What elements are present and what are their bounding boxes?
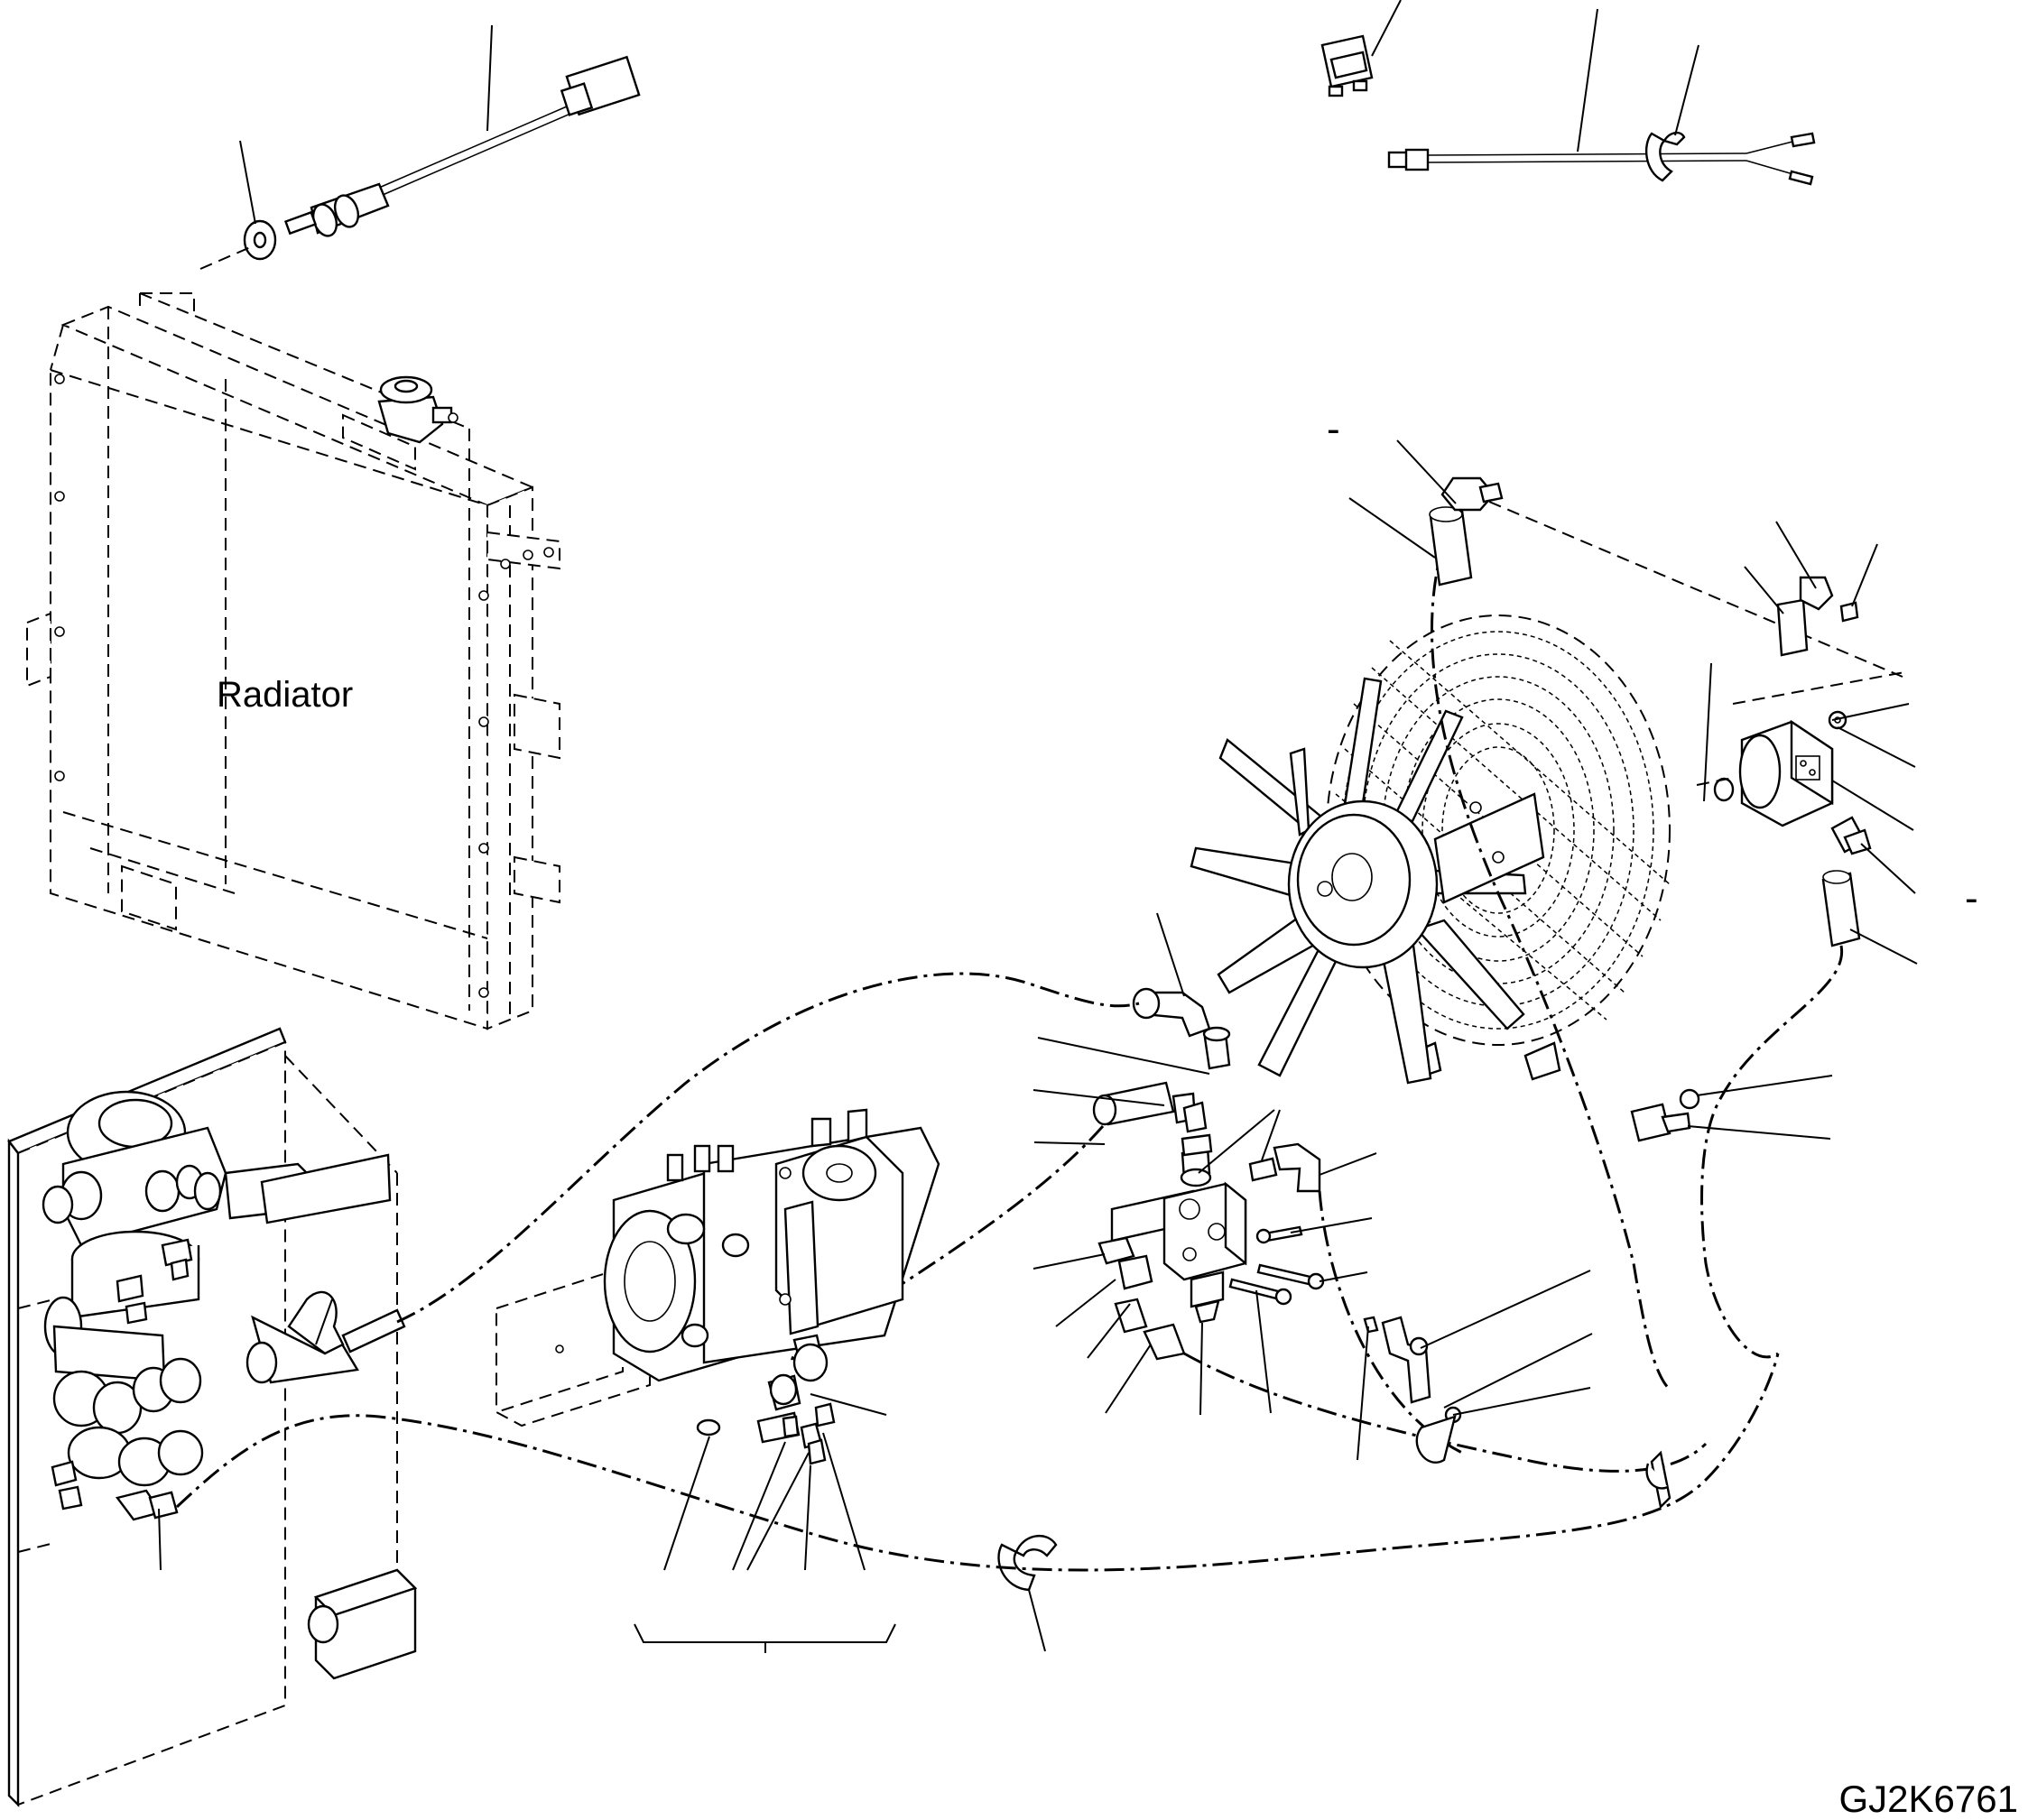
hose-clamp-right [1630,1075,1833,1142]
pump-fittings [663,1334,887,1571]
cable-tie-top [1645,44,1699,182]
fan-motor [1696,662,1905,827]
control-valve-block [1097,1146,1247,1324]
dash-mark-upper: - [1327,407,1340,451]
valve-bolts [1228,1225,1325,1306]
drawing-code: GJ2K6761 [1839,1778,2018,1820]
radiator-cap [377,375,458,444]
temperature-sensor-assembly [199,55,641,270]
leader-lines-top-left [239,24,493,225]
hose-fan-motor-right [1700,945,1844,1359]
fan-hub [1287,792,1545,969]
rocker-switch [1320,0,1402,97]
radiator-label: Radiator [217,675,353,715]
hose-bracket [1357,1270,1671,1510]
tank-filter-head [42,1090,392,1325]
hose-fitting-upper: - [1327,407,1903,678]
tank-hose-fittings [43,1290,406,1571]
bracket-group-pump [634,1623,896,1653]
hose-clamp-bottom [997,1534,1058,1652]
motor-fittings: - [1744,521,1978,965]
switch-wire-harness [1387,8,1816,186]
dash-mark-right: - [1965,876,1978,920]
valve-fittings [1092,987,1321,1361]
leader-lines-valve [1033,912,1377,1416]
radiator-outline [26,292,560,1030]
hydraulic-pump [495,1108,940,1427]
hose-tank-return [175,1353,1780,1572]
hose-fan-motor-left [1431,540,1671,1391]
